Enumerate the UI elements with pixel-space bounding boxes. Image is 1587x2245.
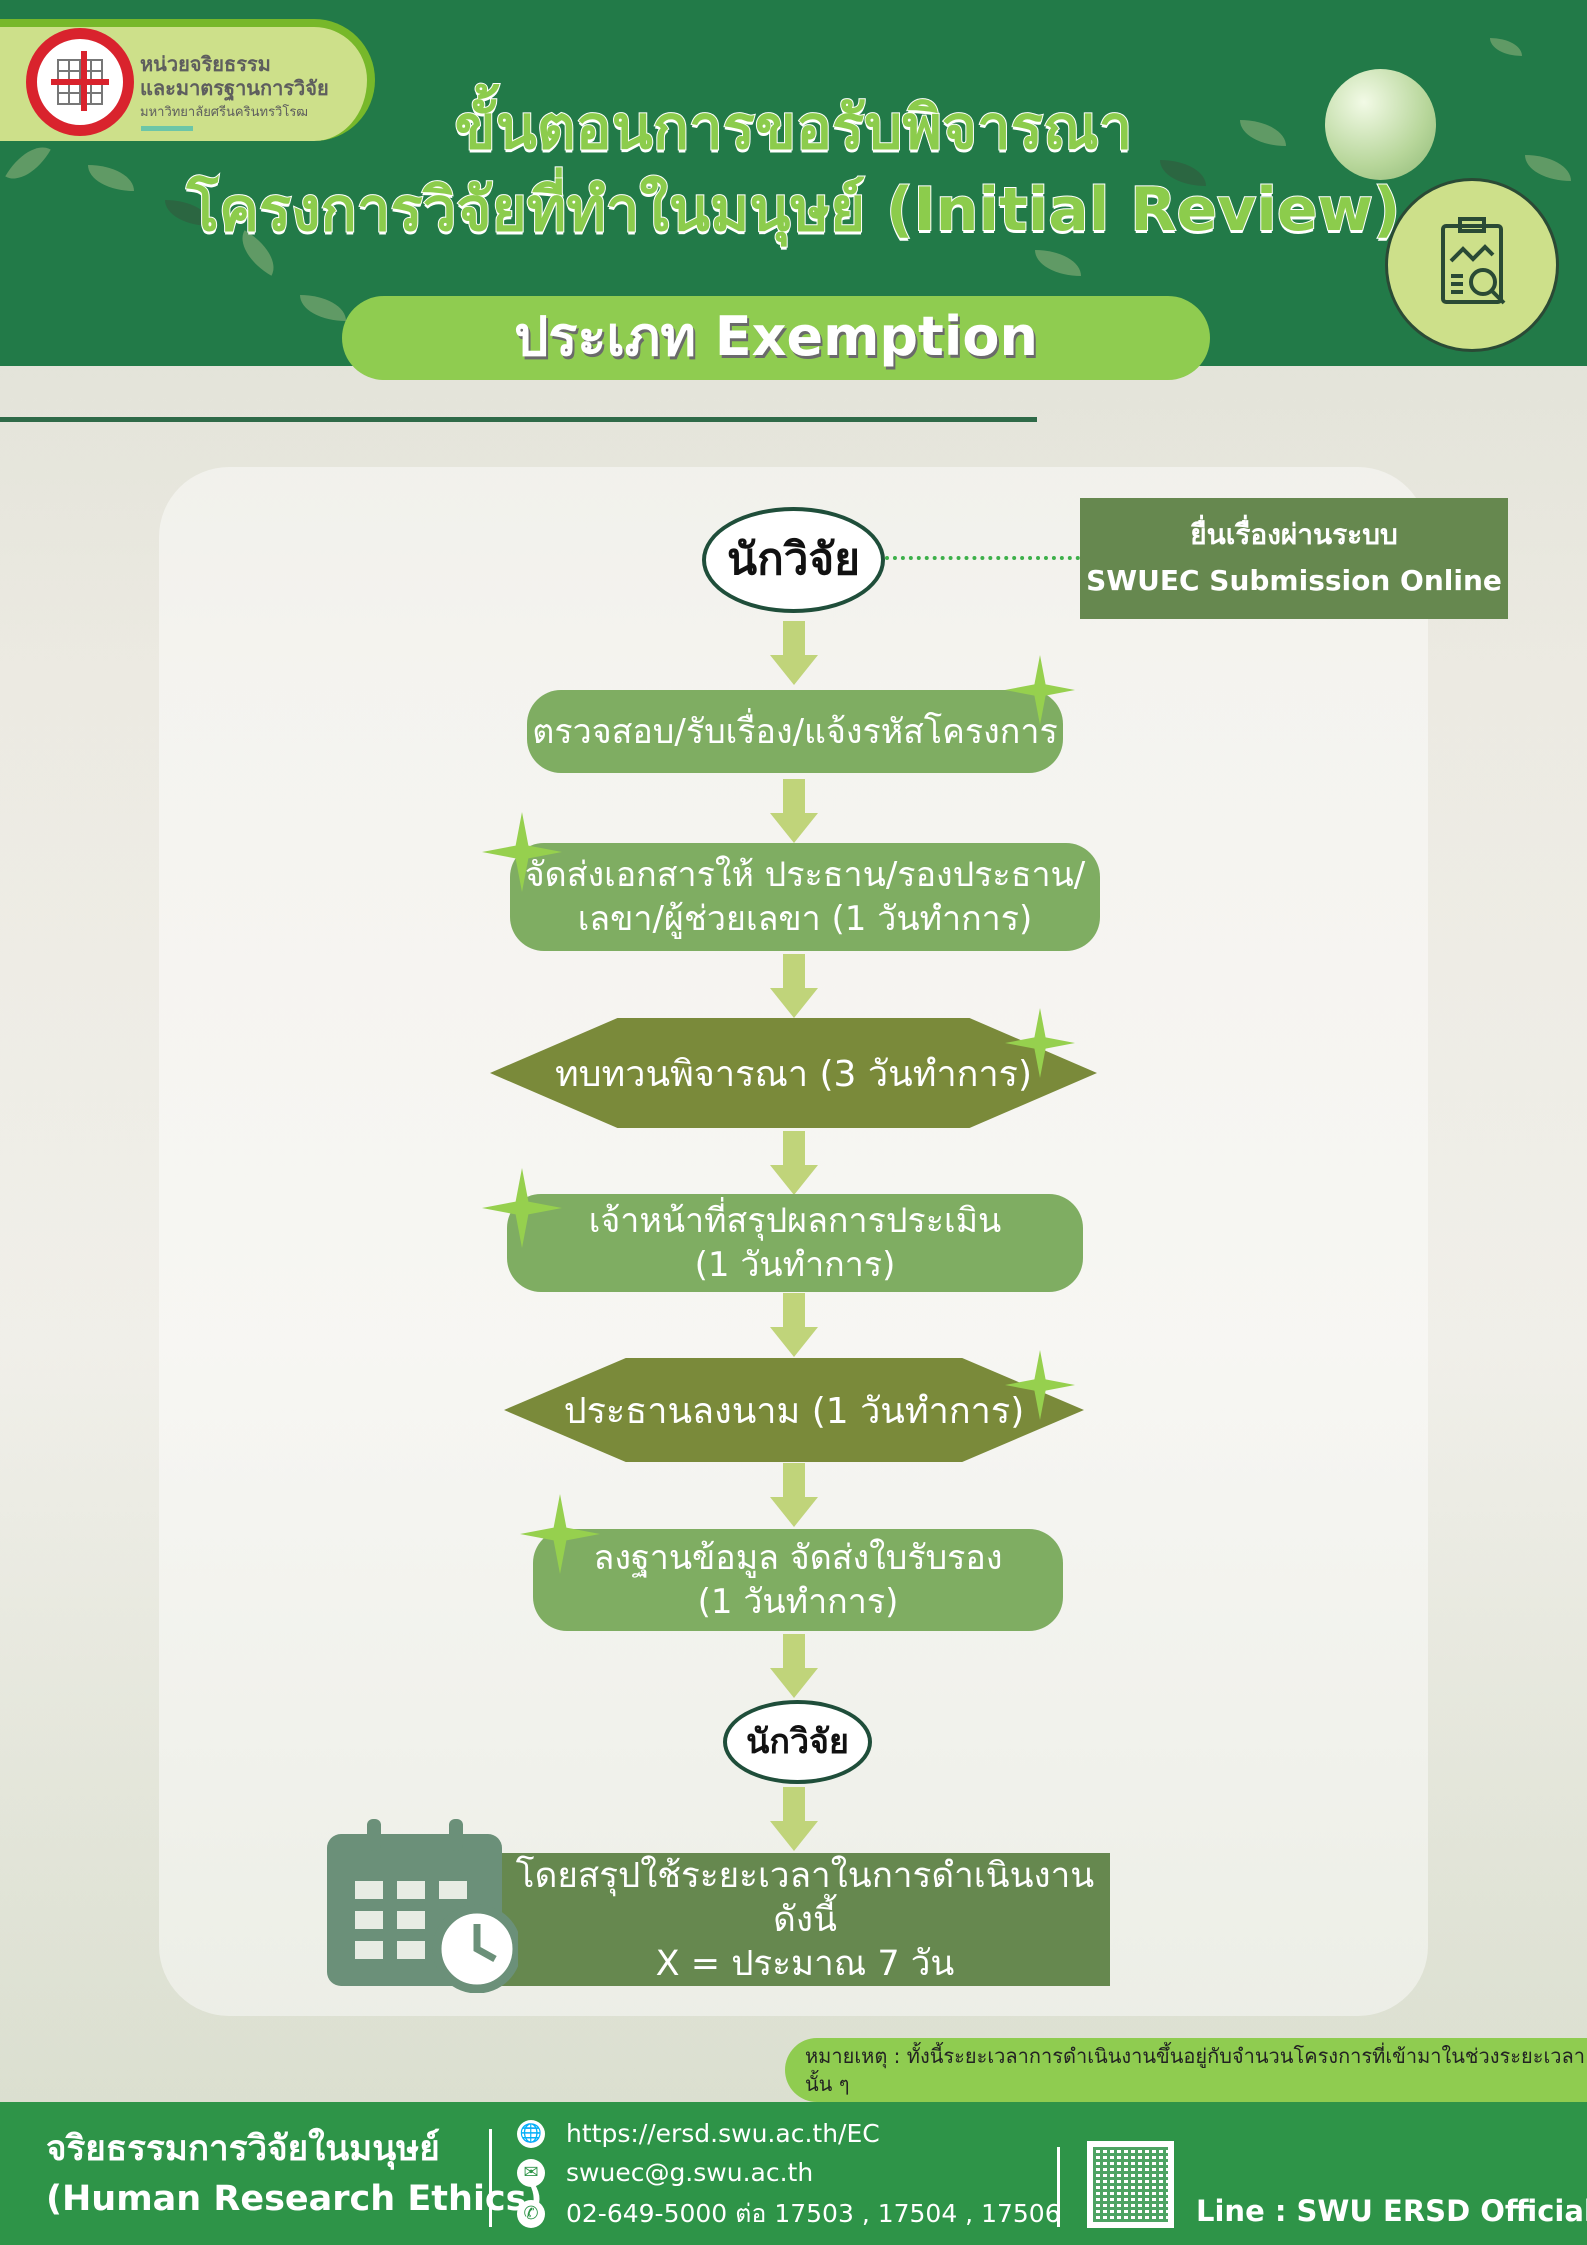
leaf-decoration [300,295,346,321]
page-title-line2: โครงการวิจัยที่ทำในมนุษย์ (Initial Revie… [186,174,1402,246]
email-link[interactable]: swuec@g.swu.ac.th [566,2158,814,2187]
dotted-connector [885,556,1080,560]
arrow-down-icon [770,1293,818,1357]
page-title-line1: ขั้นตอนการขอรับพิจารณา [454,92,1134,164]
footer-title-thai: จริยธรรมการวิจัยในมนุษย์ [46,2129,440,2169]
arrow-down-icon [770,1463,818,1527]
logo-underline [141,126,193,131]
arrow-down-icon [770,1634,818,1698]
logo-text: หน่วยจริยธรรมและมาตรฐานการวิจัย [140,52,329,100]
step-record-certificate: ลงฐานข้อมูล จัดส่งใบรับรอง(1 วันทำการ) [533,1529,1063,1631]
line-qr-code[interactable] [1087,2141,1174,2228]
calendar-clock-icon [327,1819,522,1994]
university-seal-logo [28,30,132,134]
arrow-down-icon [770,1131,818,1195]
step-review: ทบทวนพิจารณา (3 วันทำการ) [490,1018,1097,1128]
remark-note: หมายเหตุ : ทั้งนี้ระยะเวลาการดำเนินงานขึ… [785,2038,1587,2102]
start-node-researcher: นักวิจัย [702,507,885,613]
step-check-register: ตรวจสอบ/รับเรื่อง/แจ้งรหัสโครงการ [527,690,1063,773]
website-link[interactable]: https://ersd.swu.ac.th/EC [566,2119,880,2148]
arrow-down-icon [770,954,818,1018]
logo-subtitle: มหาวิทยาลัยศรีนครินทรวิโรฒ [140,105,309,120]
phone-number: 02-649-5000 ต่อ 17503 , 17504 , 17506 [566,2199,1061,2228]
footer-title-english: (Human Research Ethics) [46,2179,543,2219]
leaf-decoration [1490,38,1522,56]
divider-line [0,417,1037,422]
phone-icon: ✆ [517,2200,545,2228]
arrow-down-icon [770,1787,818,1851]
end-node-researcher: นักวิจัย [723,1700,872,1784]
email-icon: ✉ [517,2159,545,2187]
footer-divider [489,2129,492,2227]
footer [0,2102,1587,2245]
globe-icon: 🌐 [517,2120,545,2148]
footer-divider [1057,2147,1060,2227]
report-analysis-icon [1385,178,1559,352]
arrow-down-icon [770,621,818,685]
remark-note-text: หมายเหตุ : ทั้งนี้ระยะเวลาการดำเนินงานขึ… [805,2044,1585,2096]
review-type-label: ประเภท Exemption [342,296,1210,380]
step-summarize-results: เจ้าหน้าที่สรุปผลการประเมิน(1 วันทำการ) [507,1194,1083,1292]
leaf-decoration [1035,250,1081,276]
step-chair-sign: ประธานลงนาม (1 วันทำการ) [504,1358,1084,1462]
summary-box: โดยสรุปใช้ระยะเวลาในการดำเนินงาน ดังนี้X… [500,1853,1110,1986]
water-drop-decoration [1325,69,1436,180]
arrow-down-icon [770,779,818,843]
line-account: Line : SWU ERSD Official [1196,2194,1587,2228]
step-send-documents: จัดส่งเอกสารให้ ประธาน/รองประธาน/เลขา/ผู… [510,843,1100,951]
